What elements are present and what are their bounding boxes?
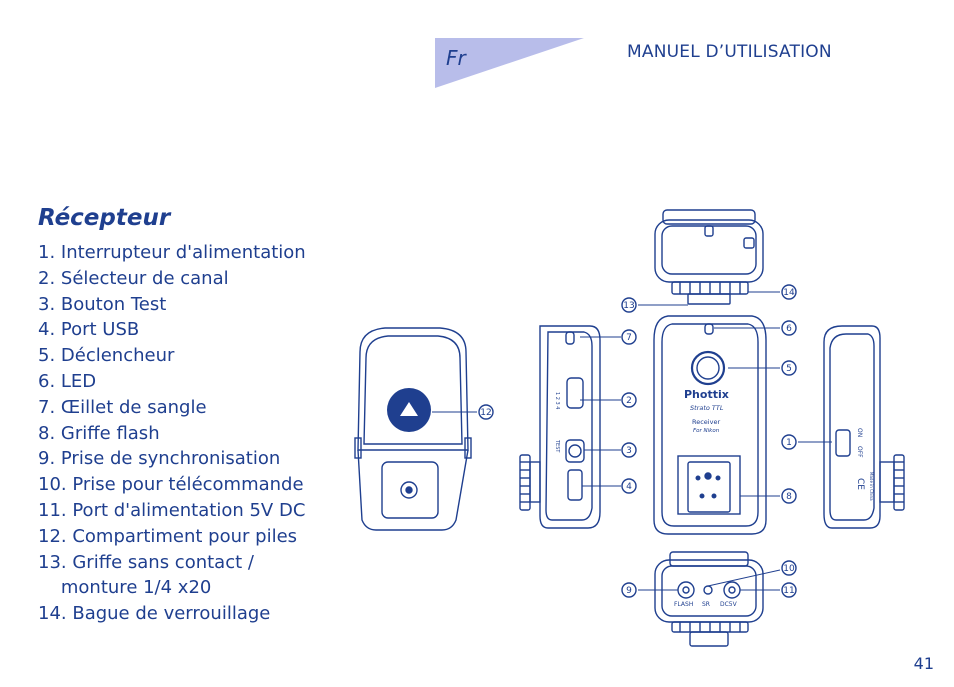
model-label: Strato TTL [690,404,724,412]
callout-12: 12 [480,408,491,418]
part-item: 13. Griffe sans contact / [38,551,254,573]
front-view: Phottix Strato TTL Receiver For Nikon [653,315,767,535]
callout-5: 5 [786,364,792,374]
part-item: 1. Interrupteur d'alimentation [38,242,306,263]
part-item: monture 1/4 x20 [38,577,212,599]
language-tab: Fr [435,38,584,88]
dc-port-label: DC5V [720,601,738,608]
part-item: 9. Prise de synchronisation [38,448,281,470]
callout-8: 8 [786,492,792,502]
part-item: 11. Port d'alimentation 5V DC [38,499,306,521]
part-list: 1. Interrupteur d'alimentation 2. Sélect… [38,240,306,627]
callout-1: 1 [786,438,792,448]
part-item: 12. Compartiment pour piles [38,525,298,547]
callout-9: 9 [626,586,632,596]
callout-14: 14 [783,288,795,298]
left-side-view: 1 2 3 4 TEST [519,325,601,529]
brand-label: Phottix [684,388,729,401]
callout-7: 7 [626,333,632,343]
callout-6: 6 [786,324,792,334]
callout-3: 3 [626,446,632,456]
callouts: 13 14 7 6 5 2 12 1 3 4 8 9 10 11 [478,284,797,598]
part-item: 8. Griffe flash [38,422,160,444]
part-item: 5. Déclencheur [38,345,175,367]
channel-label: 1 2 3 4 [554,392,560,410]
callout-11: 11 [783,586,794,596]
part-item: 4. Port USB [38,319,140,341]
callout-4: 4 [626,482,632,492]
language-tab-shape [435,38,584,88]
origin-label: Made in China [869,472,874,501]
callout-2: 2 [626,396,632,406]
leader-lines [432,291,832,591]
off-label: OFF [856,446,863,458]
section-title: Récepteur [38,205,171,231]
compat-label: For Nikon [693,428,720,434]
callout-13: 13 [623,301,634,311]
flash-port-label: FLASH [674,601,693,608]
part-item: 14. Bague de verrouillage [38,603,271,625]
part-item: 2. Sélecteur de canal [38,267,229,289]
part-item: 10. Prise pour télécommande [38,474,304,496]
part-item: 7. Œillet de sangle [38,396,207,418]
on-label: ON [856,428,863,437]
top-view [654,209,764,305]
bottom-view: FLASH SR DC5V [654,551,764,647]
part-item: 3. Bouton Test [38,293,167,315]
ce-mark: CE [855,478,865,490]
page-number: 41 [913,654,934,673]
test-label: TEST [554,439,560,453]
manual-title: MANUEL D’UTILISATION [627,42,832,62]
right-side-view: ON OFF CE Made in China [823,325,905,529]
callout-10: 10 [783,564,795,574]
type-label: Receiver [692,418,720,426]
part-item: 6. LED [38,370,97,392]
back-view [354,327,472,531]
language-label: Fr [446,46,468,70]
sr-port-label: SR [702,601,710,608]
